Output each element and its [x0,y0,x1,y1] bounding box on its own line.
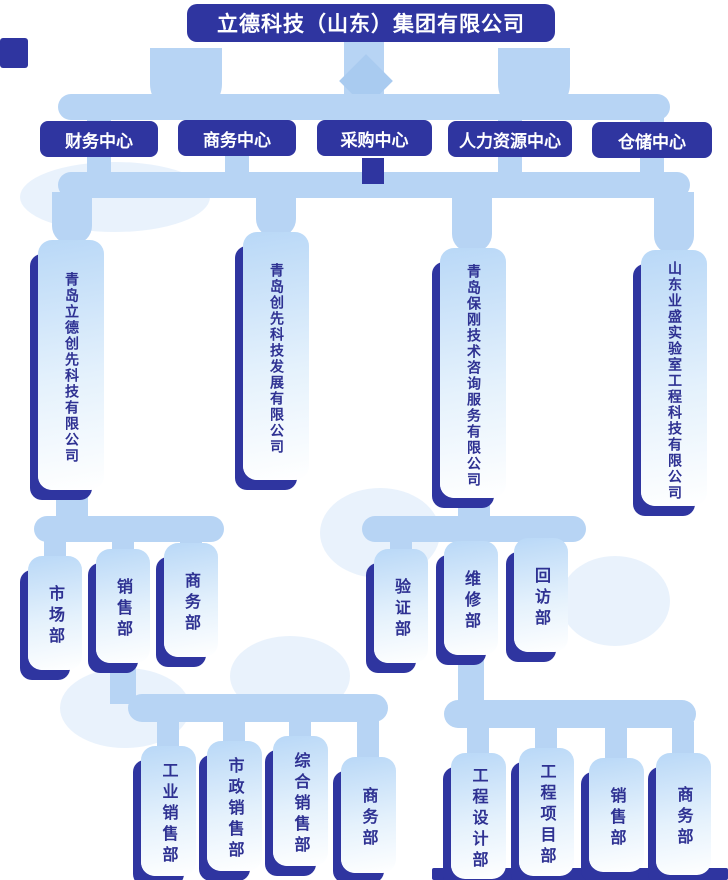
department-label: 维修部 [462,569,481,633]
decor-block [362,158,384,184]
department-label: 验证部 [392,577,411,641]
department-node: 销售部 [96,549,150,663]
department-node: 维修部 [444,541,498,655]
center-node-procurement: 采购中心 [317,120,432,156]
center-node-business: 商务中心 [178,120,296,156]
center-label: 财务中心 [65,131,133,152]
connector-stem [223,716,245,744]
subsidiary-node: 山东业盛实验室工程科技有限公司 [641,250,707,506]
connector-stem [458,648,484,706]
department-node: 工程设计部 [451,753,506,879]
subsidiary-label: 青岛保刚技术咨询服务有限公司 [465,264,481,488]
center-node-finance: 财务中心 [40,121,158,157]
connector-stem [157,716,179,748]
connector-stem [44,536,66,560]
subsidiary-label: 山东业盛实验室工程科技有限公司 [666,261,682,501]
connector-stem [654,192,694,254]
org-root-label: 立德科技（山东）集团有限公司 [217,12,525,36]
subsidiary-label: 青岛立德创先科技有限公司 [63,272,79,464]
connector-stem [605,722,627,760]
decor-block [432,868,728,880]
department-label: 市场部 [46,584,65,648]
department-node: 市场部 [28,556,82,670]
subsidiary-node: 青岛保刚技术咨询服务有限公司 [440,248,506,498]
connector-stem [110,656,136,704]
connector-stem [452,192,492,252]
department-node: 商务部 [341,757,396,873]
center-label: 仓储中心 [618,132,686,153]
subsidiary-label: 青岛创先科技发展有限公司 [268,263,284,455]
center-label: 人力资源中心 [459,131,561,152]
department-node: 销售部 [589,758,644,872]
department-node: 验证部 [374,549,428,663]
department-node: 工程项目部 [519,748,574,876]
department-label: 综合销售部 [291,751,311,857]
department-node: 市政销售部 [207,741,262,871]
org-root-node: 立德科技（山东）集团有限公司 [187,4,555,42]
decor-blob [560,556,670,646]
connector-stem [672,722,694,754]
department-label: 销售部 [607,786,627,850]
department-label: 商务部 [359,786,379,850]
center-node-hr: 人力资源中心 [448,121,572,157]
center-label: 采购中心 [340,130,409,151]
connector-stem [535,722,557,750]
department-node: 商务部 [656,753,711,875]
department-label: 销售部 [114,577,133,641]
department-label: 商务部 [182,571,201,635]
subsidiary-node: 青岛创先科技发展有限公司 [243,232,309,480]
department-node: 工业销售部 [141,746,196,876]
connector-stem [289,716,311,740]
department-label: 工程设计部 [469,766,489,872]
department-node: 综合销售部 [273,736,328,866]
department-label: 市政销售部 [225,756,245,862]
department-label: 工程项目部 [537,762,557,868]
connector-stem [357,716,379,760]
connector-stem [52,192,92,244]
department-node: 商务部 [164,543,218,657]
subsidiary-node: 青岛立德创先科技有限公司 [38,240,104,490]
department-label: 商务部 [674,785,694,849]
department-node: 回访部 [514,538,568,652]
department-label: 工业销售部 [159,761,179,867]
connector-stem [467,722,489,754]
center-label: 商务中心 [203,130,271,151]
center-node-warehouse: 仓储中心 [592,122,712,158]
decor-block [0,38,28,68]
department-label: 回访部 [532,566,551,630]
connector-stem [256,192,296,237]
